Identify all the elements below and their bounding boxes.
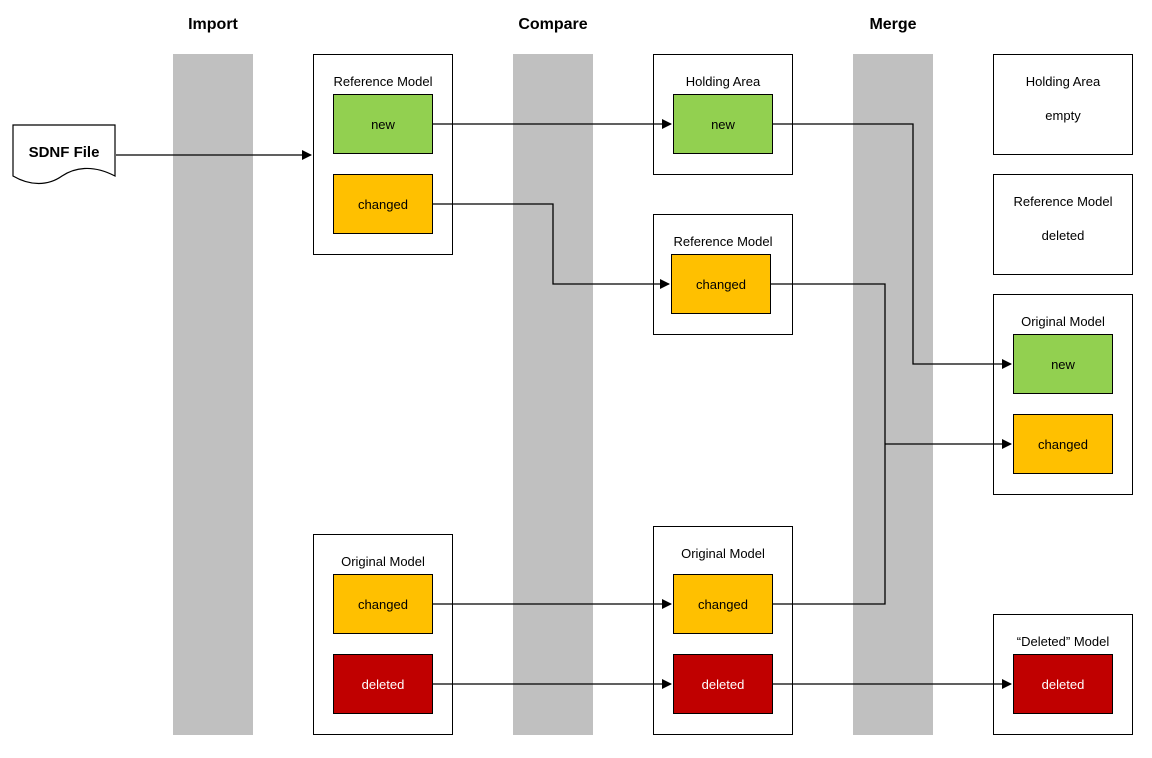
import-original-changed-item: changed: [333, 574, 433, 634]
phase-title-compare: Compare: [518, 16, 588, 33]
merge-holding-area-title: Holding Area: [1025, 74, 1101, 89]
line-compare-reference-changed-to-junction: [771, 283, 886, 444]
compare-holding-new-item: new: [673, 94, 773, 154]
merge-holding-area-status: empty: [1045, 108, 1081, 123]
merge-deleted-deleted-item: deleted: [1013, 654, 1113, 714]
import-original-deleted-item: deleted: [333, 654, 433, 714]
merge-original-model-title: Original Model: [1021, 314, 1105, 329]
sdnf-file-label: SDNF File: [28, 144, 100, 161]
merge-deleted-model-title: “Deleted” Model: [1016, 634, 1110, 649]
arrow-import-changed-to-compare-reference: [433, 203, 670, 289]
compare-original-changed-item: changed: [673, 574, 773, 634]
phase-title-merge: Merge: [869, 16, 917, 33]
document-icon: [12, 124, 116, 185]
merge-holding-area: Holding Area empty: [993, 54, 1133, 155]
sdnf-file-document: SDNF File: [12, 124, 116, 186]
compare-reference-changed-item: changed: [671, 254, 771, 314]
import-reference-model-title: Reference Model: [333, 74, 433, 89]
import-reference-changed-item: changed: [333, 174, 433, 234]
compare-original-deleted-item: deleted: [673, 654, 773, 714]
compare-holding-area-title: Holding Area: [685, 74, 761, 89]
compare-band: [513, 54, 593, 735]
merge-band: [853, 54, 933, 735]
import-band: [173, 54, 253, 735]
merge-reference-model: Reference Model deleted: [993, 174, 1133, 275]
compare-original-model-title: Original Model: [681, 546, 765, 561]
phase-title-import: Import: [188, 16, 238, 33]
line-compare-original-changed-to-junction: [773, 444, 886, 605]
import-reference-new-item: new: [333, 94, 433, 154]
merge-original-changed-item: changed: [1013, 414, 1113, 474]
merge-original-new-item: new: [1013, 334, 1113, 394]
import-original-model-title: Original Model: [341, 554, 425, 569]
merge-reference-model-status: deleted: [1041, 228, 1085, 243]
compare-reference-model-title: Reference Model: [673, 234, 773, 249]
merge-reference-model-title: Reference Model: [1013, 194, 1113, 209]
arrow-compare-new-to-merge-new: [773, 123, 1012, 369]
